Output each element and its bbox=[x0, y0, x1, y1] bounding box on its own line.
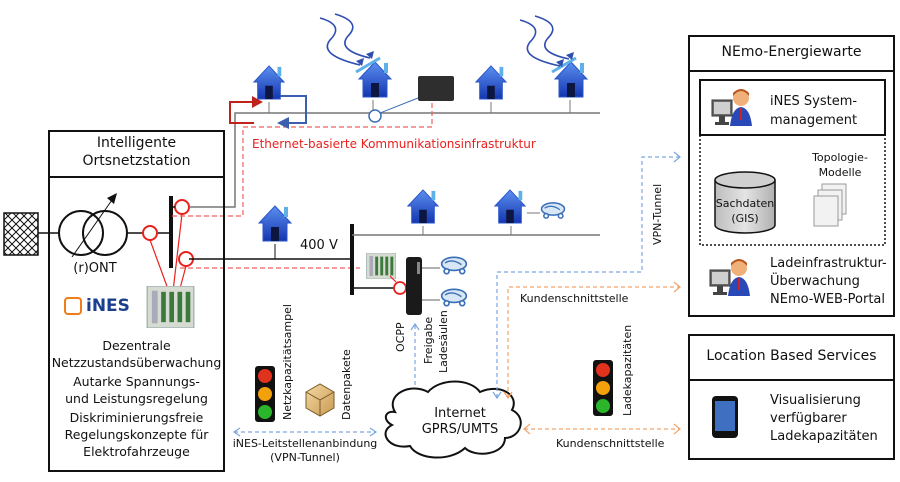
station-title-line2: Ortsnetzstation bbox=[82, 152, 191, 169]
internet-cloud-icon bbox=[384, 380, 522, 459]
feature-line: Autarke Spannungs- bbox=[73, 374, 200, 389]
nemo-title: NEmo-Energiewarte bbox=[721, 44, 862, 60]
vpn-tunnel-label: VPN-Tunnel bbox=[651, 183, 664, 245]
system-line2: management bbox=[770, 113, 858, 128]
nemo-title-box bbox=[688, 35, 895, 72]
topologie-line2: Modelle bbox=[818, 166, 862, 179]
feature-line: Elektrofahrzeuge bbox=[83, 444, 190, 459]
leitstelle-label: iNES-Leitstellenanbindung (VPN-Tunnel) bbox=[225, 437, 385, 465]
electric-car-icon bbox=[540, 202, 566, 219]
internet-line1: Internet bbox=[434, 406, 486, 421]
sachdaten-line2: (GIS) bbox=[731, 212, 759, 225]
datenpakete-label: Datenpakete bbox=[340, 349, 353, 420]
lbs-title-box bbox=[688, 334, 895, 381]
lbs-line3: Ladekapazitäten bbox=[770, 429, 878, 444]
voltage-label: 400 V bbox=[300, 238, 338, 253]
feature-line: Regelungskonzepte für bbox=[64, 427, 209, 442]
kundenschnittstelle-label-2: Kundenschnittstelle bbox=[556, 437, 665, 450]
sun-rays-icon bbox=[319, 13, 570, 67]
lbs-line2: verfügbarer bbox=[770, 411, 847, 426]
feature-line: Netzzustandsüberwachung bbox=[51, 355, 222, 370]
lade-line3: NEmo-WEB-Portal bbox=[770, 292, 885, 307]
station-features: Dezentrale Netzzustandsüberwachung Autar… bbox=[50, 337, 223, 460]
topologie-label: Topologie- Modelle bbox=[800, 150, 880, 180]
smart-meter-icon bbox=[418, 76, 454, 101]
internet-line2: GPRS/UMTS bbox=[421, 422, 499, 437]
ladesaeulen-label: Ladesäulen bbox=[437, 310, 450, 373]
netzkapazitaetsampel-label: Netzkapazitätsampel bbox=[281, 304, 294, 420]
charging-controller-icon bbox=[366, 253, 396, 279]
kundenschnittstelle-label-1: Kundenschnittstelle bbox=[520, 292, 629, 305]
lade-line1: Ladeinfrastruktur- bbox=[770, 256, 887, 271]
transformer-icon bbox=[58, 193, 128, 258]
ladekapazitaeten-label: Ladekapazitäten bbox=[621, 324, 634, 416]
leitstelle-line1: iNES-Leitstellenanbindung bbox=[232, 437, 378, 450]
station-title-box bbox=[48, 130, 225, 178]
internet-label: Internet GPRS/UMTS bbox=[410, 406, 510, 438]
leitstelle-line2: (VPN-Tunnel) bbox=[270, 451, 340, 464]
ines-logo-icon bbox=[64, 297, 82, 315]
house-icon bbox=[494, 189, 526, 224]
smartphone-icon bbox=[712, 396, 738, 438]
feature-line: und Leistungsregelung bbox=[65, 391, 208, 406]
station-title-line1: Intelligente bbox=[96, 135, 177, 151]
house-icon bbox=[475, 65, 507, 100]
feature-line: Dezentrale bbox=[102, 338, 171, 353]
house-icon bbox=[253, 65, 285, 100]
house-icon bbox=[258, 205, 292, 242]
ethernet-label: Ethernet-basierte Kommunikationsinfrastr… bbox=[252, 137, 536, 151]
lbs-title: Location Based Services bbox=[706, 348, 877, 364]
feature-line: Diskriminierungsfreie bbox=[69, 410, 204, 425]
sachdaten-line1: Sachdaten bbox=[715, 197, 775, 210]
traffic-light-icon bbox=[593, 360, 613, 416]
topologie-line1: Topologie- bbox=[812, 151, 868, 164]
lbs-description: Visualisierung verfügbarer Ladekapazität… bbox=[770, 392, 878, 446]
data-package-icon bbox=[305, 383, 335, 417]
transformer-label: (r)ONT bbox=[73, 261, 117, 276]
ines-logo: iNES bbox=[64, 296, 130, 316]
system-line1: iNES System- bbox=[770, 94, 858, 109]
lade-line2: Überwachung bbox=[770, 274, 860, 289]
database-icon bbox=[714, 171, 776, 234]
ladeinfrastruktur-label: Ladeinfrastruktur- Überwachung NEmo-WEB-… bbox=[770, 255, 887, 309]
system-management-label: iNES System- management bbox=[770, 92, 857, 130]
documents-icon bbox=[813, 183, 847, 227]
grid-feed-icon bbox=[3, 212, 39, 256]
electric-car-icon bbox=[440, 256, 468, 275]
house-icon bbox=[407, 189, 439, 224]
sachdaten-label: Sachdaten (GIS) bbox=[715, 196, 775, 226]
electric-car-icon bbox=[440, 288, 468, 307]
station-title: Intelligente Ortsnetzstation bbox=[48, 135, 225, 170]
ines-logo-text: iNES bbox=[86, 296, 130, 316]
lbs-line1: Visualisierung bbox=[770, 393, 861, 408]
ocpp-label: OCPP bbox=[394, 322, 407, 352]
freigabe-label: Freigabe bbox=[422, 316, 435, 364]
traffic-light-icon bbox=[255, 366, 275, 422]
